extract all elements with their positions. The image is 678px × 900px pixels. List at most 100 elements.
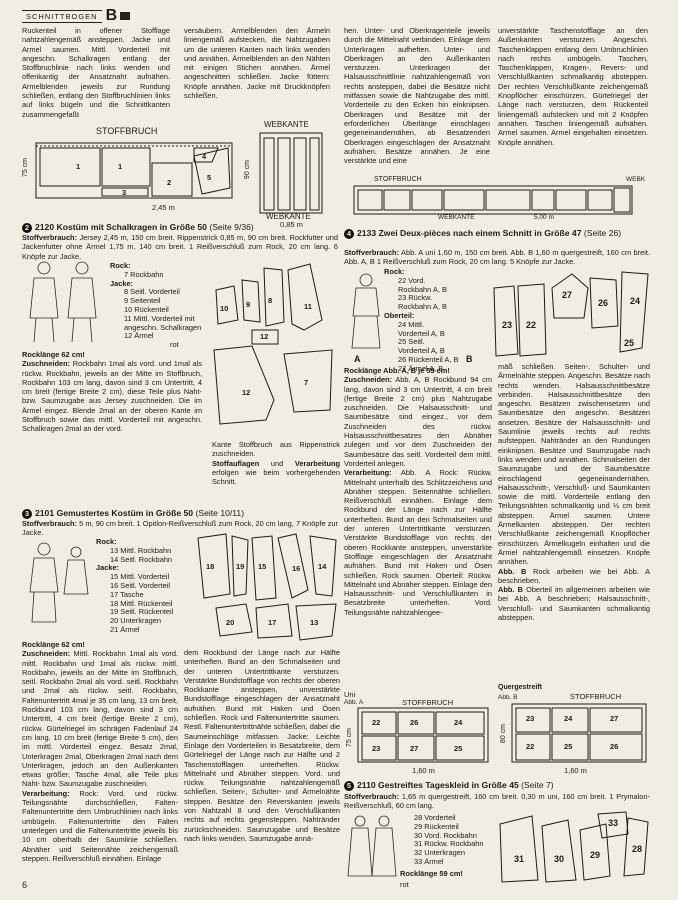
section-2110-illustration [346,814,398,885]
layout-width-dim: 2,45 m [152,203,175,212]
piece-label: 2 [167,178,172,187]
sheet-letter: B [105,7,118,24]
section-number-badge: 2 [22,223,32,233]
pattern-part-item: 16 Seitl. Vorderteil [110,580,170,590]
section-2133-zuschneiden: Rocklänge Abb. A, B je 59 cm! Zuschneide… [344,366,492,617]
pattern-part-item: 29 Rückenteil [414,821,459,831]
pattern-part-item: 18 Mittl. Rückenteil [110,598,173,608]
sheet-label: SCHNITTBOGEN [22,9,102,23]
pattern-part-item: 32 Unterkragen [414,848,465,858]
pattern-part-item: 19 Seitl. Rückenteil [110,607,174,617]
pattern-part-item: 13 Mittl. Rockbahn [110,545,172,555]
uni-height: 75 cm [346,728,353,748]
layout2-webk: WEBK [626,176,646,183]
cutting-layout-2101: STOFFBRUCH WEBKANTE 5,00 m WEBK [344,176,648,222]
piece-label: 24 [454,718,463,727]
layout-stoffbruch-label: STOFFBRUCH [96,126,158,136]
quer-width: 1,60 m [564,766,587,775]
piece-label: 31 [514,854,525,864]
layout-uni-abb-a: Uni Abb. A STOFFBRUCH 75 cm 1,60 m 22 26… [344,690,494,776]
cutting-layout-2120: STOFFBRUCH 75 cm 2,45 m WEBKANTE WEBKANT… [22,118,338,229]
section-2110-fabric: Stoffverbrauch: 1,65 m quergestreift, 16… [344,792,650,811]
piece-label: 28 [632,844,643,854]
section-2120-rot: rot [170,340,179,349]
pattern-part-item: 8 Seitl. Vorderteil [124,287,180,297]
pattern-part-item: 15 Mittl. Vorderteil [110,572,170,582]
section-2120-fabric: Stoffverbrauch: Jersey 2,45 m, 150 cm br… [22,233,338,261]
piece-label: 27 [610,714,619,723]
piece-label: 25 [564,742,573,751]
pattern-part-item: 33 Ärmel [414,856,444,866]
pattern-part-item: Rockbahn A, B [398,284,447,294]
pattern-part-item: Jacke: [110,278,134,288]
intro-text-col3: hen. Unter- und Oberkragenteile jeweils … [344,26,490,166]
layout-quergestreift-abb-b: Quergestreift Abb. B STOFFBRUCH 80 cm 1,… [498,684,650,776]
section-2133-fabric: Stoffverbrauch: Abb. A uni 1,60 m, 150 c… [344,248,650,267]
piece-label: 5 [207,173,212,182]
pattern-part-item: 10 Rückenteil [124,304,169,314]
sheet-header: SCHNITTBOGEN B [22,7,131,24]
header-bar-decoration [120,12,131,20]
pattern-part-item: 9 Seitenteil [124,296,161,306]
uni-width: 1,60 m [412,766,435,775]
intro-text-col2: versäubern. Armelblenden den Ärmeln lini… [184,26,330,101]
section-2120-illustration [24,258,104,349]
section-2133-illustration [346,272,386,357]
piece-label: 7 [304,378,309,387]
pattern-part-item: 7 Rockbahn [124,269,164,279]
intro-text-col1: Ruckenteil in offener Stofflage nahtzahl… [22,26,170,119]
piece-label: 13 [310,618,319,627]
section-2101-zuschneiden: Rocklänge 62 cm! Zuschneiden: Mittl. Roc… [22,640,178,863]
piece-label: 10 [220,304,229,313]
pattern-part-item: angeschn. Schalkragen [124,322,202,332]
pattern-part-item: 23 Rückw. [398,293,433,303]
uni-stoffbruch: STOFFBRUCH [402,698,454,707]
layout-webkante-bottom: WEBKANTE [266,212,311,221]
piece-label: 26 [410,718,419,727]
pattern-part-item: 20 Unterkragen [110,616,161,626]
section-number-badge: 4 [344,229,354,239]
section-2101-pattern-pieces: 18 19 15 16 14 20 17 13 [196,532,342,644]
pattern-part-item: 31 Rückw. Rockbahn [414,839,484,849]
section-2101-fabric: Stoffverbrauch: 5 m, 90 cm breit. 1 Opit… [22,519,338,538]
pattern-part-item: 28 Vorderteil [414,813,456,822]
quer-stoffbruch: STOFFBRUCH [570,692,622,701]
section-2101-illustration [24,540,94,629]
piece-label: 24 [564,714,573,723]
layout-webkante-top: WEBKANTE [264,120,309,129]
pattern-part-item: Rockbahn A, B [398,302,447,312]
figure-b-label: B [466,354,473,364]
pattern-part-item: 24 Mittl. [398,319,424,329]
piece-label: 1 [76,162,81,171]
section-number-badge: 3 [22,509,32,519]
piece-label: 23 [502,320,513,330]
piece-label: 25 [624,338,635,348]
page-number: 6 [22,880,28,890]
pattern-part-item: 27 Ärmel A, B [398,363,444,373]
section-2133-verarbeitung-cont: mäß schließen. Seiten-, Schulter- und Är… [498,362,650,623]
piece-label: 12 [242,388,251,397]
piece-label: 27 [410,744,419,753]
pattern-part-item: 11 Mittl. Vorderteil mit [124,313,195,323]
piece-label: 26 [598,298,609,308]
pattern-part-item: Rock: [96,537,117,546]
piece-label: 22 [526,742,535,751]
piece-label: 9 [246,300,251,309]
piece-label: 4 [202,152,207,161]
pattern-part-item: 22 Vord. [398,275,426,285]
piece-label: 24 [630,296,641,306]
pattern-part-item: Vorderteil A, B [398,346,445,356]
pattern-part-item: 26 Rückenteil A, B [398,354,459,364]
quer-abb: Abb. B [498,694,518,701]
piece-label: 16 [292,564,301,573]
pattern-part-item: 21 Ärmel [110,624,140,634]
quer-height: 80 cm [500,724,507,744]
piece-label: 19 [236,562,245,571]
piece-label: 33 [608,818,619,828]
